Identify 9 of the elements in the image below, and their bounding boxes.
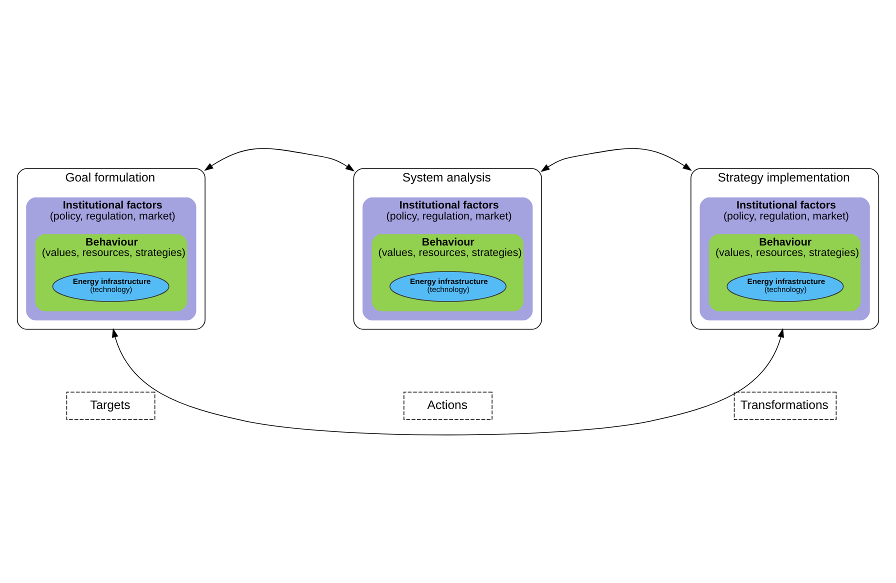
node-ellipse: Energy infrastructure (technology) — [726, 271, 844, 302]
node-ellipse: Energy infrastructure (technology) — [52, 271, 170, 302]
node-box: Actions — [404, 392, 492, 420]
node-ellipse: Energy infrastructure (technology) — [390, 271, 506, 302]
node-box: Transformations — [734, 392, 837, 420]
arrow — [204, 148, 355, 172]
arrow — [540, 148, 692, 172]
arrow — [112, 328, 784, 436]
node-box: Targets — [66, 392, 156, 420]
